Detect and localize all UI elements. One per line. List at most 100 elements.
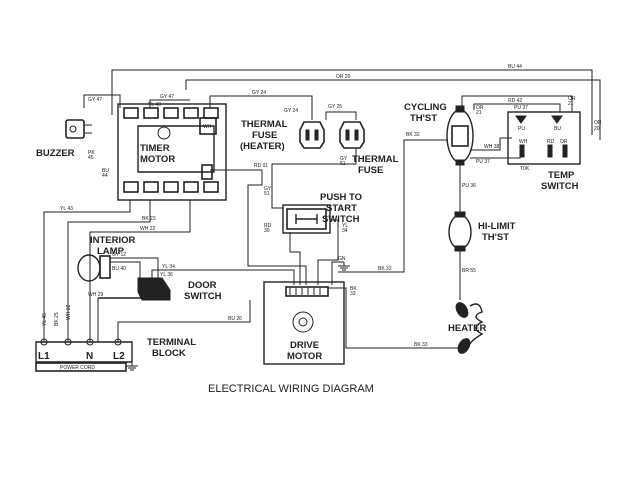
wire-wh38	[470, 137, 512, 151]
temp-switch-wh-label: WH	[519, 139, 528, 145]
wire-label: WH 29	[88, 292, 104, 298]
wire-label: GY 24	[284, 108, 298, 114]
wire-label: RD 42	[508, 98, 522, 104]
wire-bu40	[110, 261, 141, 278]
hi-limit-thermostat: HI-LIMIT TH'ST	[448, 211, 516, 252]
wires	[43, 69, 601, 349]
wire-label: YL 43	[60, 206, 73, 212]
temp-switch-or-label: OR	[560, 139, 568, 145]
wire-label: BK	[350, 286, 357, 292]
timer-terminal	[163, 107, 179, 119]
wire-label: GY 12	[112, 252, 126, 258]
wire-gy51	[271, 148, 357, 209]
wire-bk23	[67, 200, 151, 342]
heater-label: HEATER	[448, 323, 486, 334]
door-switch-label-1: DOOR	[188, 280, 217, 291]
timer-terminal	[143, 107, 159, 119]
wire-label: RD 91	[254, 163, 268, 169]
timer-motor-label-1: TIMER	[140, 143, 170, 154]
wire-label: YL	[342, 223, 348, 229]
wire-label: YL 43	[148, 102, 161, 108]
thermal-fuse-heater-label-1: THERMAL	[241, 119, 288, 130]
push-to-start-switch: PUSH TO START SWITCH	[282, 192, 362, 234]
wire-gy24	[209, 95, 313, 120]
wire-label: OR	[594, 120, 602, 126]
temp-switch-rd-label: RD	[547, 139, 555, 145]
wire-label: 21	[568, 101, 574, 107]
wire-bu44	[111, 69, 593, 135]
wire-label: GY 25	[328, 104, 342, 110]
wire-label: WH 22	[66, 305, 72, 321]
wire-rd42	[473, 103, 561, 112]
timer-motor-label-2: MOTOR	[140, 154, 175, 165]
wire-label: PK	[88, 150, 95, 156]
wire-label: YL 34	[162, 264, 175, 270]
temp-switch: PU BU WH RD OR T0K TEMP SWITCH	[507, 111, 581, 192]
terminal-n: N	[86, 351, 93, 362]
timer-wh-contact	[199, 117, 217, 135]
wire-gy47	[83, 94, 121, 108]
wire-label: 21	[476, 110, 482, 116]
wire-label: OR 20	[336, 74, 351, 80]
wire-label: BK 32	[378, 266, 392, 272]
timer-wh-label: WH	[203, 124, 212, 130]
wire-label: GY 47	[88, 97, 102, 103]
terminal-block: L1 N L2 POWER CORD TERMINAL BLOCK	[35, 337, 196, 372]
terminal-l2: L2	[113, 351, 125, 362]
wire-label: 33	[350, 291, 356, 297]
wire-label: PU 37	[514, 105, 528, 111]
wire-label: OR	[476, 105, 484, 111]
lamp-bulb-icon	[77, 254, 101, 282]
thermal-fuse-heater: THERMAL FUSE (HEATER)	[240, 119, 325, 152]
temp-switch-bu-label: BU	[554, 126, 561, 132]
interior-lamp-label-1: INTERIOR	[90, 235, 136, 246]
drive-motor: DRIVE MOTOR	[263, 281, 345, 365]
wire-yl43-top	[149, 99, 190, 108]
push-to-start-label-1: PUSH TO	[320, 192, 362, 203]
wire-label: GY	[264, 186, 272, 192]
drive-motor-label-1: DRIVE	[290, 340, 319, 351]
interior-lamp-label-2: LAMP	[97, 246, 125, 257]
wire-label: 34	[342, 228, 348, 234]
temp-switch-label-2: SWITCH	[541, 181, 579, 192]
thermal-fuse-heater-label-2: FUSE	[252, 130, 277, 141]
timer-terminal	[183, 181, 199, 193]
thermal-fuse: THERMAL FUSE	[339, 121, 399, 176]
wire-label: BK 33	[414, 342, 428, 348]
wire-label: OR	[568, 96, 576, 102]
wire-label: 20	[594, 126, 600, 132]
temp-switch-pu-label: PU	[518, 126, 525, 132]
wire-label: GY 47	[160, 94, 174, 100]
wire-label: 51	[340, 161, 346, 167]
wire-bk33	[328, 287, 458, 349]
ground-symbol	[126, 362, 138, 371]
drive-motor-shaft-icon	[292, 311, 314, 333]
wire-bu26	[117, 300, 251, 342]
door-switch: DOOR SWITCH	[98, 277, 222, 302]
diagram-title: ELECTRICAL WIRING DIAGRAM	[208, 383, 374, 395]
wire-label: 45	[88, 155, 94, 161]
terminal-l1: L1	[38, 351, 50, 362]
wire-label: GN	[338, 256, 346, 262]
wire-label: BU 26	[228, 316, 242, 322]
door-switch-label-2: SWITCH	[184, 291, 222, 302]
wire-label: WH 22	[140, 226, 156, 232]
cycling-thermostat: CYCLING TH'ST	[404, 102, 474, 166]
wire-label: BU	[102, 168, 109, 174]
cycling-thermostat-label-1: CYCLING	[404, 102, 447, 113]
wire-label: GY 24	[252, 90, 266, 96]
timer-terminal	[143, 181, 159, 193]
wire-pu37	[470, 150, 521, 159]
wire-label: 30	[264, 228, 270, 234]
temp-switch-label-1: TEMP	[548, 170, 575, 181]
power-cord	[35, 362, 127, 372]
wire-label: BK 32	[406, 132, 420, 138]
timer-terminal	[203, 107, 219, 119]
wire-yl43	[43, 200, 131, 342]
wire-label: YL 45	[42, 313, 48, 326]
drive-motor-terminals	[285, 286, 329, 297]
interior-lamp: INTERIOR LAMP	[77, 235, 136, 282]
wire-label: YL 36	[160, 272, 173, 278]
wire-yl36	[151, 269, 295, 290]
